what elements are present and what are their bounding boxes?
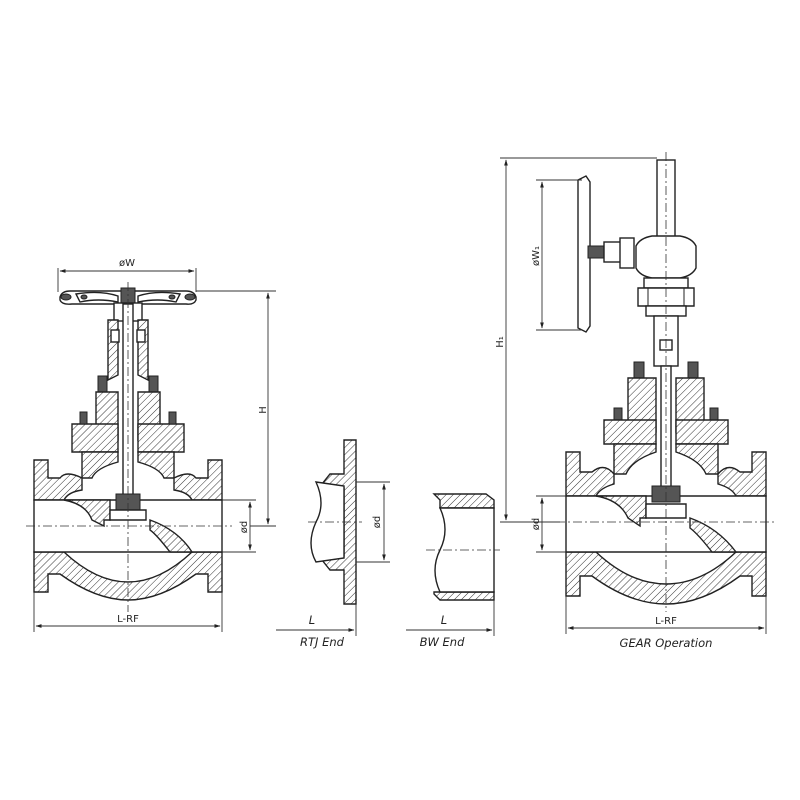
- dim-bore-dia: ød: [239, 521, 250, 533]
- bw-caption: BW End: [420, 635, 465, 649]
- gear-dim-handwheel-dia: øW₁: [531, 246, 542, 266]
- gear-dim-length-rf: L-RF: [655, 616, 677, 627]
- dim-handwheel-dia: øW: [119, 258, 135, 269]
- dim-length-rf: L-RF: [117, 614, 139, 625]
- standard-valve-view: [26, 282, 232, 612]
- gear-caption: GEAR Operation: [620, 636, 713, 650]
- bw-end-view: L BW End: [406, 493, 500, 649]
- rtj-dim-length: L: [309, 613, 315, 627]
- rtj-dim-bore-dia: ød: [372, 516, 383, 528]
- rtj-caption: RTJ End: [300, 635, 345, 649]
- gear-dimensions: øW₁ H₁ ød L-RF GEAR Operation: [495, 157, 767, 650]
- gear-dim-bore-dia: ød: [531, 518, 542, 530]
- gear-valve-view: [556, 152, 776, 612]
- handwheel: [59, 290, 197, 305]
- dim-height: H: [258, 406, 269, 414]
- gear-dim-height: H₁: [495, 336, 506, 348]
- rtj-end-view: ød L RTJ End: [276, 439, 390, 649]
- standard-dimensions: øW H ød L-RF: [33, 258, 276, 632]
- bw-dim-length: L: [441, 613, 447, 627]
